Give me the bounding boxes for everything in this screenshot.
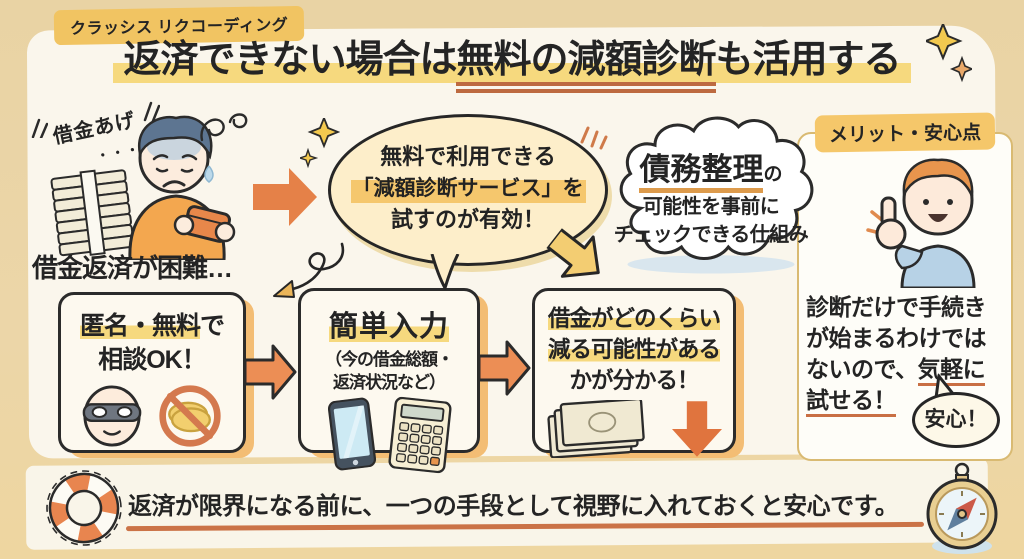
- step2-title: 簡単入力: [301, 303, 477, 345]
- advice-line3: 試すのが有効！: [390, 207, 545, 232]
- step3-line2-highlight: 減る可能性がある: [547, 337, 721, 362]
- merit-text: 診断だけで手続き が始まるわけでは ないので、気軽に 試せる！: [806, 292, 1004, 417]
- merit-line3-emphasis: 気軽に: [917, 356, 986, 386]
- title-pre: 返済できない場合は: [123, 39, 457, 81]
- calculator-icon: [388, 396, 452, 474]
- arrow-to-result-icon: [545, 227, 600, 278]
- step2-sub2: 返済状況など）: [333, 373, 446, 392]
- merit-line1: 診断だけで手続き: [806, 294, 987, 320]
- merit-line4: 試せる！: [806, 385, 1004, 417]
- arrow-right-icon: [479, 340, 531, 396]
- merit-badge-label: メリット・安心点: [828, 122, 982, 147]
- bills-icon: [547, 400, 645, 458]
- arrow-right-icon: [253, 168, 317, 226]
- step1-box: 匿名・無料で 相談OK！: [58, 292, 246, 453]
- dizzy-squiggle-icon: [200, 113, 248, 142]
- step1-icons: [61, 383, 243, 449]
- cloud-particle: の: [763, 164, 783, 185]
- step3-line1-highlight: 借金がどのくらい: [547, 306, 721, 331]
- thought-cloud: 債務整理の 可能性を事前に チェックできる仕組み: [604, 110, 818, 274]
- title-highlight: 返済できない場合は無料の減額診断も活用する: [113, 39, 911, 85]
- step1-line1: 匿名・無料で: [61, 309, 243, 343]
- title-emphasis: 無料の減額診断: [456, 39, 717, 93]
- footer-message: 返済が限界になる前に、一つの手段として視野に入れておくと安心です。: [128, 493, 899, 520]
- step3-box: 借金がどのくらい 減る可能性がある かが分かる！: [532, 288, 736, 458]
- money-stack-icon: [50, 169, 135, 257]
- merit-line3-pre: ないので、: [806, 356, 918, 382]
- cloud-emphasis: 債務整理: [639, 152, 764, 193]
- curly-arrow-icon: [273, 242, 345, 298]
- worried-person-icon: [128, 115, 236, 260]
- cloud-line1: 債務整理の: [604, 144, 818, 193]
- step2-box: 簡単入力 （今の借金総額・ 返済状況など）: [298, 288, 480, 474]
- step3-line2: 減る可能性がある: [535, 334, 733, 365]
- lifebuoy-icon: [46, 470, 122, 546]
- emphasis-ticks-icon: [580, 126, 608, 150]
- step2-icons: [301, 396, 477, 474]
- page-title: 返済できない場合は無料の減額診断も活用する: [0, 39, 1024, 85]
- problem-caption: 借金返済が困難…: [32, 253, 233, 283]
- step1-line1-tail: で: [200, 312, 225, 340]
- advice-line2: 「減額診断サービス」を: [350, 173, 586, 204]
- step3-line3: かが分かる！: [569, 368, 699, 393]
- speed-lines-left-icon: [31, 118, 48, 138]
- thumbs-up-person-icon: [866, 158, 976, 288]
- step3-line1: 借金がどのくらい: [535, 303, 733, 334]
- step2-sub1: （今の借金総額・: [325, 350, 454, 369]
- smartphone-icon: [327, 397, 377, 471]
- arrow-down-icon: [672, 401, 722, 457]
- no-money-icon: [159, 385, 221, 447]
- advice-line1: 無料で利用できる: [380, 144, 556, 169]
- cloud-line3: チェックできる仕組み: [613, 224, 809, 246]
- step1-line2: 相談OK！: [98, 346, 207, 374]
- cloud-line2: 可能性を事前に: [642, 196, 780, 218]
- arrow-right-icon: [245, 344, 297, 400]
- anshin-bubble: 安心！: [912, 392, 1000, 448]
- sparkle-icon: [926, 24, 972, 83]
- step1-line1-highlight: 匿名・無料: [79, 312, 201, 340]
- step2-title-highlight: 簡単入力: [328, 311, 449, 343]
- merit-line2: が始まるわけでは: [806, 325, 987, 351]
- cloud-shape-icon: [619, 116, 814, 274]
- step3-icons: [535, 400, 733, 458]
- merit-line3: ないので、気軽に: [806, 354, 1004, 386]
- merit-line4-emphasis: 試せる！: [806, 387, 897, 417]
- speed-lines-right-icon: [143, 101, 160, 122]
- bubble-tail-icon: [430, 254, 460, 290]
- merit-badge: メリット・安心点: [814, 112, 996, 153]
- sparkle-icon: [300, 118, 340, 169]
- brand-badge-label: クラッシス リクコーディング: [69, 17, 289, 38]
- masked-face-icon: [82, 385, 142, 447]
- title-post: も活用する: [715, 39, 902, 81]
- compass-icon: [926, 462, 998, 554]
